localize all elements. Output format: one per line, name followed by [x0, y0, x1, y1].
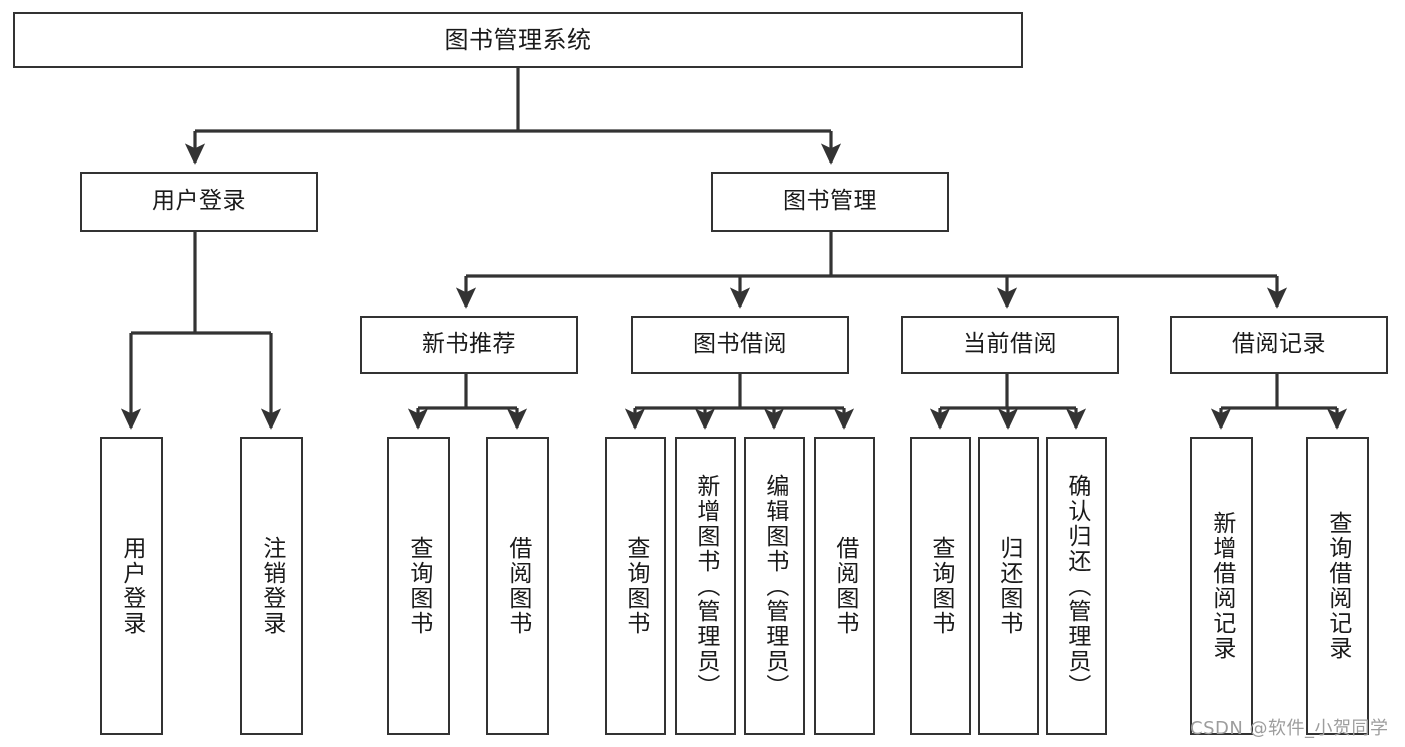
node-book-borrow[interactable]: 图书借阅 [631, 316, 849, 374]
leaf-current-query-books[interactable]: 查询图书 [910, 437, 971, 735]
leaf-borrow-edit-book-admin[interactable]: 编辑图书（管理员） [744, 437, 805, 735]
node-label: 查询图书 [927, 536, 954, 636]
leaf-record-add-record[interactable]: 新增借阅记录 [1190, 437, 1253, 735]
leaf-user-login[interactable]: 用户登录 [100, 437, 163, 735]
leaf-borrow-borrow-books[interactable]: 借阅图书 [814, 437, 875, 735]
node-label: 图书借阅 [693, 331, 787, 358]
leaf-newbook-borrow-books[interactable]: 借阅图书 [486, 437, 549, 735]
leaf-newbook-query-books[interactable]: 查询图书 [387, 437, 450, 735]
node-user-login[interactable]: 用户登录 [80, 172, 318, 232]
node-label: 新增图书（管理员） [692, 473, 719, 699]
node-book-management[interactable]: 图书管理 [711, 172, 949, 232]
node-label: 图书管理系统 [444, 25, 592, 54]
leaf-record-query-record[interactable]: 查询借阅记录 [1306, 437, 1369, 735]
node-label: 用户登录 [118, 536, 145, 636]
node-borrow-record[interactable]: 借阅记录 [1170, 316, 1388, 374]
leaf-current-confirm-return-admin[interactable]: 确认归还（管理员） [1046, 437, 1107, 735]
node-label: 查询图书 [622, 536, 649, 636]
node-label: 新书推荐 [422, 331, 516, 358]
node-label: 借阅图书 [504, 536, 531, 636]
node-root-system[interactable]: 图书管理系统 [13, 12, 1023, 68]
leaf-borrow-add-book-admin[interactable]: 新增图书（管理员） [675, 437, 736, 735]
node-label: 归还图书 [995, 536, 1022, 636]
leaf-borrow-query-books[interactable]: 查询图书 [605, 437, 666, 735]
node-label: 借阅记录 [1232, 331, 1326, 358]
node-label: 图书管理 [783, 188, 877, 215]
node-label: 编辑图书（管理员） [761, 473, 788, 699]
node-label: 查询借阅记录 [1324, 511, 1351, 661]
node-label: 确认归还（管理员） [1063, 473, 1090, 699]
node-label: 用户登录 [152, 188, 246, 215]
node-label: 注销登录 [258, 536, 285, 636]
node-new-book-recommend[interactable]: 新书推荐 [360, 316, 578, 374]
leaf-current-return-books[interactable]: 归还图书 [978, 437, 1039, 735]
node-label: 借阅图书 [831, 536, 858, 636]
node-label: 新增借阅记录 [1208, 511, 1235, 661]
node-current-borrow[interactable]: 当前借阅 [901, 316, 1119, 374]
leaf-logout-login[interactable]: 注销登录 [240, 437, 303, 735]
node-label: 当前借阅 [963, 331, 1057, 358]
node-label: 查询图书 [405, 536, 432, 636]
csdn-watermark: CSDN @软件_小贺同学 [1190, 718, 1389, 739]
